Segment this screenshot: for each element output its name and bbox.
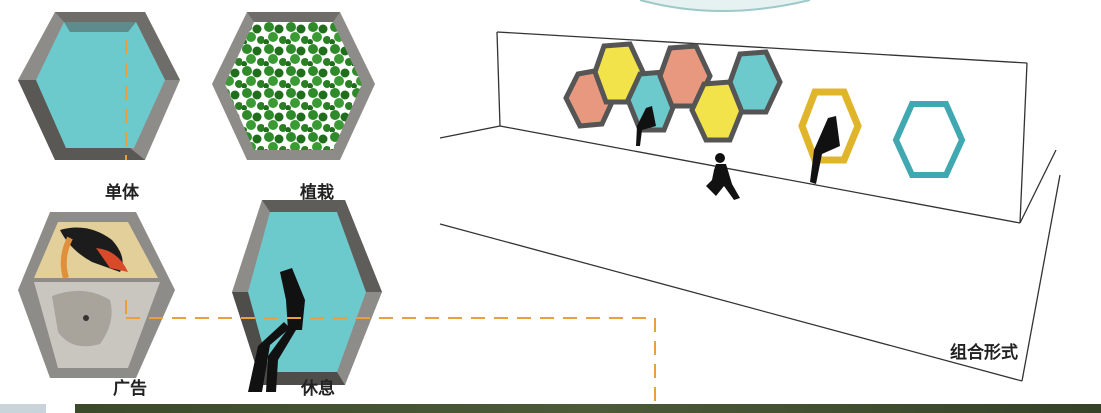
hexagon-single-icon xyxy=(18,12,180,160)
circle-arc-fragment xyxy=(640,0,810,11)
hexagon-rest-icon xyxy=(232,200,382,385)
bottom-left-block xyxy=(0,404,46,413)
label-rest: 休息 xyxy=(301,374,335,399)
label-planting: 植栽 xyxy=(300,178,334,203)
label-advertising: 广告 xyxy=(113,374,147,399)
label-single: 单体 xyxy=(105,178,139,203)
hexagon-advertising-icon xyxy=(18,212,175,378)
hexagon-cluster xyxy=(566,44,780,140)
hexagon-outline-teal xyxy=(896,104,962,175)
label-combination: 组合形式 xyxy=(950,338,1018,363)
bottom-photo-strip xyxy=(75,404,1101,413)
hexagon-planting-icon xyxy=(212,12,375,160)
